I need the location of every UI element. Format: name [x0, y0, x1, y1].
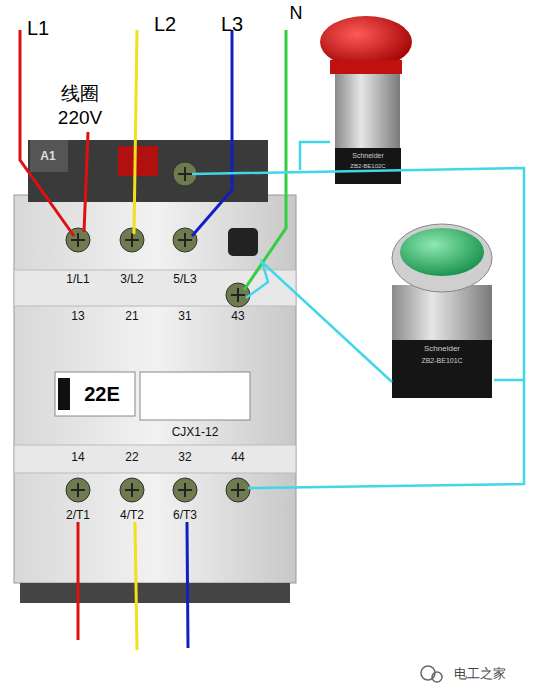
terminal-label: 43	[231, 310, 244, 322]
terminal-label: 5/L3	[173, 273, 196, 285]
phase-label: N	[290, 4, 303, 22]
a1-cover	[30, 140, 68, 172]
terminal-label: 31	[178, 310, 191, 322]
screw-slot	[178, 233, 192, 247]
screw-slot	[231, 483, 245, 497]
screw-slot	[71, 483, 85, 497]
stop-button	[320, 16, 412, 184]
screw-slot	[125, 233, 139, 247]
terminal-label: 220V	[58, 108, 102, 127]
aux-latch	[58, 378, 70, 410]
screw-slot	[178, 483, 192, 497]
button-marking: Schneider	[424, 345, 460, 353]
terminal-label: 3/L2	[120, 273, 143, 285]
contactor-body	[14, 195, 296, 583]
watermark: 电工之家	[454, 667, 506, 680]
terminal-label: CJX1-12	[172, 426, 219, 438]
terminal-label: 4/T2	[120, 509, 144, 521]
label-plate	[140, 372, 250, 420]
terminal-label: 1/L1	[66, 273, 89, 285]
hole	[228, 228, 258, 256]
wires	[20, 30, 524, 650]
terminal-label: 14	[71, 451, 84, 463]
screw	[66, 478, 90, 502]
terminal-label: 22E	[84, 384, 120, 404]
terminal-label: A1	[40, 150, 55, 162]
start-button	[392, 224, 492, 398]
button-marking: ZB2-BE102C	[350, 163, 385, 169]
marking-strip	[14, 445, 296, 473]
screw-slot	[231, 288, 245, 302]
terminal-screws	[66, 162, 250, 502]
base	[20, 583, 290, 603]
indicator	[118, 146, 158, 176]
screw	[173, 228, 197, 252]
screw	[120, 228, 144, 252]
terminal-label: 22	[125, 451, 138, 463]
terminal-label: 2/T1	[66, 509, 90, 521]
phase-label: L1	[27, 18, 49, 38]
screw-slot	[178, 167, 192, 181]
phase-label: L2	[154, 14, 176, 34]
terminal-label: 32	[178, 451, 191, 463]
terminal-label: 6/T3	[173, 509, 197, 521]
terminal-label: 21	[125, 310, 138, 322]
terminal-label: 44	[231, 451, 244, 463]
screw	[120, 478, 144, 502]
label-plate	[55, 372, 135, 416]
terminal-label: 13	[71, 310, 84, 322]
button-marking: ZB2-BE101C	[421, 357, 462, 364]
terminal-label: 线圈	[61, 84, 99, 103]
button-marking: Schneider	[352, 152, 384, 159]
screw-slot	[125, 483, 139, 497]
screw	[226, 478, 250, 502]
screw	[173, 478, 197, 502]
phase-label: L3	[221, 14, 243, 34]
watermark-icon	[432, 672, 442, 682]
